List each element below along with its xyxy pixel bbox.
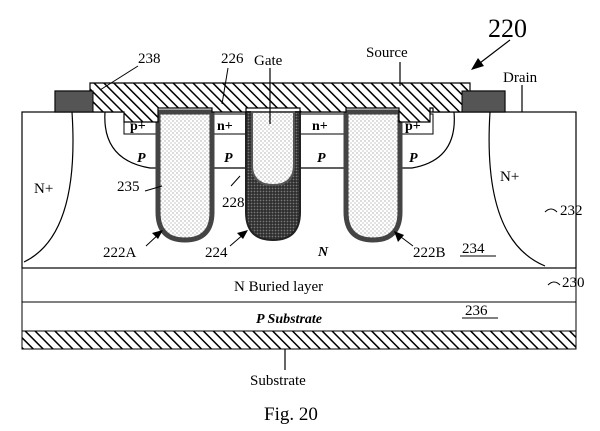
n-plus-sinker-right-boundary <box>488 111 546 267</box>
ref-238: 238 <box>138 51 161 67</box>
drain-label: Drain <box>503 70 538 86</box>
substrate-contact <box>21 330 577 350</box>
field-plate-238-right <box>461 90 506 113</box>
leader-228 <box>230 175 241 187</box>
n-buried-layer-region <box>21 267 577 303</box>
n-plus-sinker-left-label: N+ <box>34 181 53 197</box>
leader-230 <box>547 281 561 286</box>
substrate-terminal-label: Substrate <box>250 373 306 389</box>
p-body-label-1: P <box>137 151 146 166</box>
leader-238 <box>99 65 139 91</box>
n-drift-label: N <box>317 245 329 260</box>
ref-230: 230 <box>562 275 585 291</box>
leader-232 <box>544 208 558 213</box>
trench-222a <box>155 109 215 243</box>
figure-caption: Fig. 20 <box>264 404 318 425</box>
n-plus-sinker-left-boundary <box>23 111 74 263</box>
leader-226 <box>221 67 229 105</box>
ref-222b: 222B <box>413 245 446 261</box>
gate-inner-poly <box>251 111 295 187</box>
p-body-left <box>104 111 263 169</box>
leader-235 <box>144 185 163 192</box>
p-substrate-region <box>21 301 577 332</box>
ref-222a: 222A <box>103 245 137 261</box>
n-plus-right-label: n+ <box>312 119 328 134</box>
arrow-222b-head <box>394 231 404 242</box>
p-body-label-2: P <box>224 151 233 166</box>
gate-label: Gate <box>254 53 283 69</box>
n-plus-left-label: n+ <box>217 119 233 134</box>
n-buried-layer-label: N Buried layer <box>234 279 323 295</box>
ref-228: 228 <box>222 195 245 211</box>
p-plus-right-label: p+ <box>405 119 421 134</box>
arrow-224-head <box>237 230 248 239</box>
p-plus-left-label: p+ <box>130 119 146 134</box>
ref-224: 224 <box>205 245 228 261</box>
arrow-222a-head <box>152 230 163 239</box>
figure-arrow <box>475 39 511 67</box>
ref-234: 234 <box>462 241 485 257</box>
trench-222b <box>343 109 403 243</box>
ref-232: 232 <box>560 203 583 219</box>
ref-236: 236 <box>465 303 488 319</box>
source-label: Source <box>366 45 408 61</box>
figure-number: 220 <box>488 14 527 43</box>
p-body-label-4: P <box>409 151 418 166</box>
p-body-label-3: P <box>317 151 326 166</box>
ref-226: 226 <box>221 51 244 67</box>
p-substrate-label: P Substrate <box>256 312 322 327</box>
p-body-right <box>299 111 455 169</box>
ref-235: 235 <box>117 179 140 195</box>
n-plus-sinker-right-label: N+ <box>500 169 519 185</box>
field-plate-238-left <box>54 90 94 113</box>
figure-arrow-head <box>471 58 484 70</box>
